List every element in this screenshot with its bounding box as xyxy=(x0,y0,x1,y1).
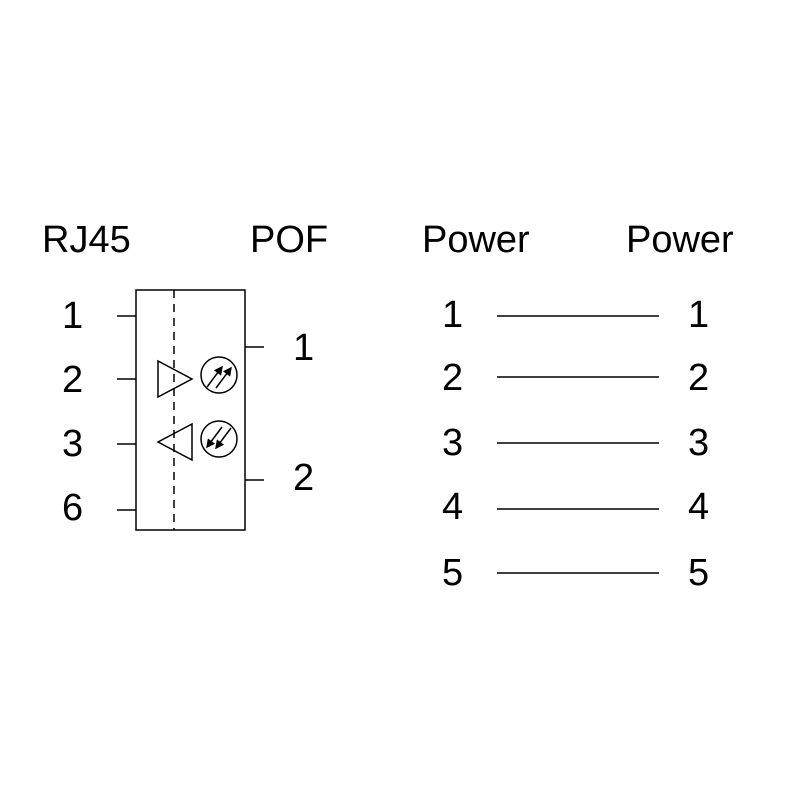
pof-pin-label: 2 xyxy=(293,457,314,499)
rj45-pin-label: 2 xyxy=(62,359,83,401)
power-right-pin-label: 1 xyxy=(688,294,709,336)
rj45-pin-label: 1 xyxy=(62,295,83,337)
rj45-header: RJ45 xyxy=(42,219,131,261)
rj45-pin-label: 3 xyxy=(62,423,83,465)
power-right-pin-label: 4 xyxy=(688,486,709,528)
power-right-header: Power xyxy=(626,219,734,261)
pof-pin-label: 1 xyxy=(293,327,314,369)
power-left-pin-label: 1 xyxy=(442,294,463,336)
power-left-pin-label: 5 xyxy=(442,552,463,594)
photodiode-icon xyxy=(200,420,238,458)
pof-header: POF xyxy=(250,219,328,261)
power-right-pin-label: 5 xyxy=(688,552,709,594)
led-emitter-icon xyxy=(200,356,238,394)
converter-box xyxy=(135,289,246,531)
power-left-header: Power xyxy=(422,219,530,261)
power-left-pin-label: 3 xyxy=(442,422,463,464)
rj45-pin-label: 6 xyxy=(62,487,83,529)
receive-amplifier-icon xyxy=(156,422,193,462)
power-left-pin-label: 2 xyxy=(442,357,463,399)
power-right-pin-label: 3 xyxy=(688,422,709,464)
transmit-amplifier-icon xyxy=(157,359,194,399)
power-right-pin-label: 2 xyxy=(688,357,709,399)
power-left-pin-label: 4 xyxy=(442,486,463,528)
